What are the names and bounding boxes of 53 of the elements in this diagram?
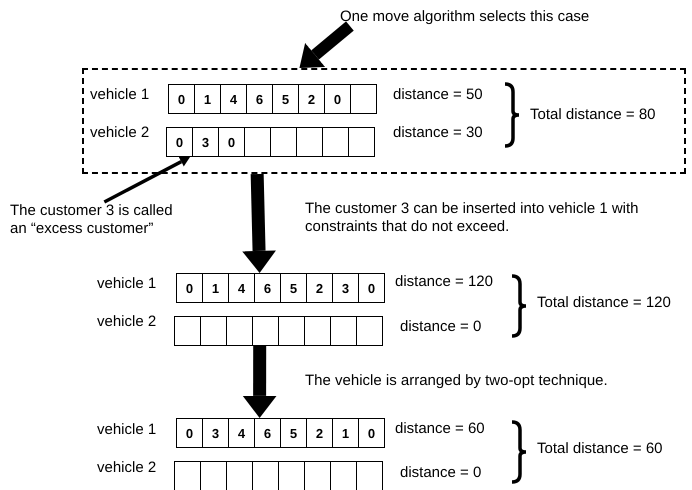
array-cell: 1	[202, 273, 229, 303]
text-label: Total distance = 60	[537, 440, 663, 458]
text-label: distance = 30	[393, 124, 483, 142]
text-label: distance = 50	[393, 86, 483, 104]
array-cell: 5	[280, 418, 307, 448]
array-cell: 1	[332, 418, 359, 448]
array-cell: 4	[228, 273, 255, 303]
array-cell: 3	[332, 273, 359, 303]
array-cell: 0	[166, 127, 193, 157]
array-cell: 2	[298, 84, 325, 114]
route-array	[166, 127, 375, 157]
array-cell: 4	[220, 84, 247, 114]
array-cell: 2	[306, 273, 333, 303]
array-cell: 5	[272, 84, 299, 114]
text-label: distance = 0	[400, 464, 482, 482]
arrow	[242, 174, 276, 273]
text-label: Total distance = 80	[530, 106, 656, 124]
arrow	[104, 156, 190, 204]
array-cell: 1	[194, 84, 221, 114]
array-cell: 6	[254, 418, 281, 448]
dashed-frame	[82, 68, 686, 174]
array-cell: 0	[358, 418, 385, 448]
array-cell: 0	[324, 84, 351, 114]
array-cell: 0	[218, 127, 245, 157]
array-cell: 6	[246, 84, 273, 114]
route-array	[168, 84, 377, 114]
array-cell: 6	[254, 273, 281, 303]
text-label: vehicle 2	[90, 124, 150, 142]
array-cell: 3	[192, 127, 219, 157]
array-cell: 3	[202, 418, 229, 448]
array-cell: 0	[176, 273, 203, 303]
note-text: One move algorithm selects this case	[340, 8, 670, 26]
route-array	[176, 273, 385, 303]
arrow	[299, 21, 354, 68]
array-cell: 0	[176, 418, 203, 448]
route-array	[174, 461, 383, 490]
array-cell: 5	[280, 273, 307, 303]
array-cell: 4	[228, 418, 255, 448]
text-label: distance = 0	[400, 318, 482, 336]
note-text: The customer 3 is called an “excess customer”	[10, 202, 188, 238]
route-array	[174, 316, 383, 346]
text-label: vehicle 1	[97, 421, 156, 439]
text-label: vehicle 2	[97, 459, 156, 477]
array-cell: 0	[168, 84, 195, 114]
text-label: vehicle 1	[90, 86, 150, 104]
text-label: vehicle 1	[97, 275, 156, 293]
text-label: vehicle 2	[97, 313, 156, 331]
array-cell: 2	[306, 418, 333, 448]
array-cell: 0	[358, 273, 385, 303]
text-label: Total distance = 120	[537, 294, 671, 312]
route-array	[176, 418, 385, 448]
text-label: distance = 120	[395, 273, 493, 291]
text-label: distance = 60	[395, 420, 485, 438]
